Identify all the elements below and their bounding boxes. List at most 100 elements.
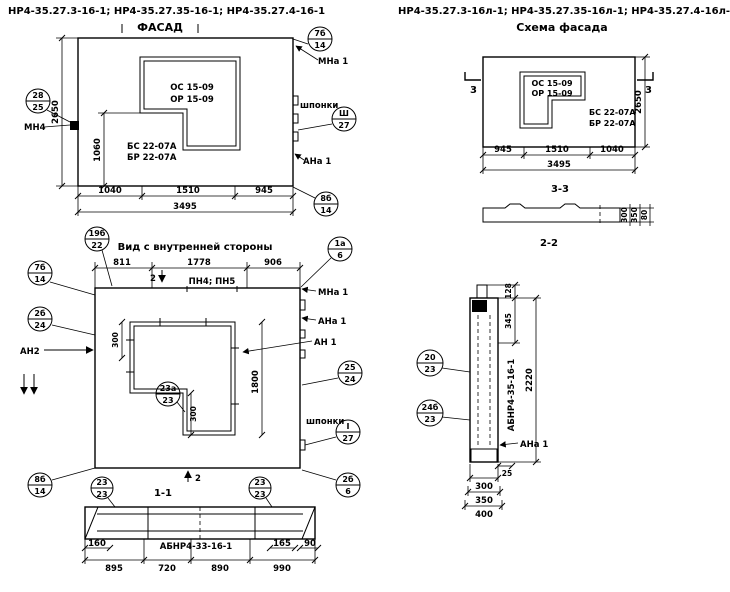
section2-mark-bottom: 2 bbox=[195, 474, 201, 484]
facade-drawing: ФАСАД ОС 15-09 ОР 15-09 БС 22-07А БР 22-… bbox=[24, 21, 357, 217]
callout-1-27: I 27 bbox=[304, 419, 361, 446]
callout-24b-23: 24б 23 bbox=[416, 399, 471, 427]
section-1-1-dim-w2: 720 bbox=[158, 564, 176, 574]
section-2-2-dim-2220: 2220 bbox=[525, 368, 535, 392]
inner-dim-w1: 811 bbox=[113, 258, 131, 268]
svg-text:23а: 23а bbox=[160, 384, 177, 393]
svg-text:25: 25 bbox=[32, 103, 44, 112]
schema-sill-label-1: БС 22-07А bbox=[589, 108, 636, 117]
inner-keys-label: шпонки bbox=[306, 417, 344, 427]
svg-text:2б: 2б bbox=[342, 474, 354, 484]
section-1-1-dim-w1: 895 bbox=[105, 564, 123, 574]
callout-7b-14-facade: 7б 14 bbox=[292, 26, 333, 52]
section-1-1-drawing: 1-1 23 23 23 23 160 АБНР4-33-16-1 165 bbox=[81, 476, 322, 574]
svg-text:14: 14 bbox=[320, 206, 332, 215]
schema-opening-label-2: ОР 15-09 bbox=[531, 89, 572, 98]
svg-text:20: 20 bbox=[424, 353, 436, 362]
facade-anchor-mna1: МНа 1 bbox=[318, 57, 348, 67]
svg-text:7б: 7б bbox=[314, 28, 326, 38]
svg-text:1а: 1а bbox=[335, 239, 346, 248]
facade-dim-w2: 1510 bbox=[176, 186, 200, 196]
section-2-2-anchor-ana1: АНа 1 bbox=[520, 440, 548, 450]
section-2-2-dim-128: 128 bbox=[504, 283, 513, 299]
svg-text:24: 24 bbox=[34, 321, 46, 330]
callout-8b-14-inner: 8б 14 bbox=[27, 467, 96, 498]
schema-opening-label-1: ОС 15-09 bbox=[531, 79, 572, 88]
svg-text:27: 27 bbox=[342, 434, 353, 443]
section-2-2-drawing: 2-2 128 345 2220 АБНР4-35-16-1 АНа 1 25 bbox=[416, 238, 558, 520]
section-1-1-title: 1-1 bbox=[154, 488, 172, 499]
svg-text:2б: 2б bbox=[34, 308, 46, 318]
inner-view-title: Вид с внутренней стороны bbox=[118, 242, 273, 253]
callout-20-23: 20 23 bbox=[416, 349, 471, 377]
section-2-2-dim-345: 345 bbox=[504, 313, 513, 329]
svg-text:25: 25 bbox=[344, 363, 356, 372]
section-2-2-dim-400: 400 bbox=[475, 510, 493, 520]
svg-text:23: 23 bbox=[254, 478, 265, 487]
section-1-1-dim-w4: 990 bbox=[273, 564, 291, 574]
facade-sill-label-1: БС 22-07А bbox=[127, 142, 177, 152]
section-3-3-dim-3: 80 bbox=[640, 210, 649, 220]
section-2-2-dim-25: 25 bbox=[502, 469, 512, 478]
callout-23-23-left: 23 23 bbox=[90, 476, 116, 508]
callout-23a-23: 23а 23 bbox=[155, 381, 186, 413]
schema-dim-w2: 1510 bbox=[545, 145, 569, 155]
callout-2b-6: 2б 6 bbox=[301, 469, 361, 498]
section-1-1-dim-90: 90 bbox=[304, 539, 316, 549]
svg-text:23: 23 bbox=[254, 490, 265, 499]
inner-anchor-ana1: АНа 1 bbox=[318, 317, 346, 327]
callout-28-25: 28 25 bbox=[25, 88, 71, 123]
callout-1a-6: 1а 6 bbox=[300, 236, 353, 288]
schema-dim-total: 3495 bbox=[547, 160, 571, 170]
inner-anchor-an1: АН 1 bbox=[314, 338, 337, 348]
facade-dim-notch: 1060 bbox=[93, 138, 103, 162]
svg-text:14: 14 bbox=[34, 275, 46, 284]
facade-dim-total: 3495 bbox=[173, 202, 197, 212]
svg-text:22: 22 bbox=[91, 241, 102, 250]
svg-text:8б: 8б bbox=[320, 193, 332, 203]
svg-text:28: 28 bbox=[32, 91, 44, 100]
section-1-1-dim-w3: 890 bbox=[211, 564, 229, 574]
header-right: НР4-35.27.3-16л-1; НР4-35.27.35-16л-1; Н… bbox=[398, 6, 730, 17]
facade-anchor-mn4: МН4 bbox=[24, 123, 46, 133]
section-2-2-label: АБНР4-35-16-1 bbox=[507, 359, 517, 432]
facade-dim-height: 2650 bbox=[51, 100, 61, 124]
inner-dim-w3: 906 bbox=[264, 258, 282, 268]
svg-text:19б: 19б bbox=[89, 228, 106, 238]
svg-text:24б: 24б bbox=[422, 402, 439, 412]
callout-2b-24: 2б 24 bbox=[27, 306, 96, 336]
facade-dim-w3: 945 bbox=[255, 186, 273, 196]
inner-dim-w2: 1778 bbox=[187, 258, 211, 268]
section-2-2-dim-350: 350 bbox=[475, 496, 493, 506]
svg-text:8б: 8б bbox=[34, 474, 46, 484]
facade-opening-label-2: ОР 15-09 bbox=[170, 95, 214, 105]
inner-dim-1800: 1800 bbox=[251, 370, 261, 394]
svg-text:27: 27 bbox=[338, 121, 349, 130]
svg-text:23: 23 bbox=[162, 396, 173, 405]
facade-sill-label-2: БР 22-07А bbox=[127, 153, 177, 163]
schema-drawing: Схема фасада ОС 15-09 ОР 15-09 БС 22-07А… bbox=[464, 21, 654, 174]
svg-text:6: 6 bbox=[345, 487, 351, 496]
section-2-2-title: 2-2 bbox=[540, 238, 558, 249]
svg-text:23: 23 bbox=[96, 478, 107, 487]
schema-sill-label-2: БР 22-07А bbox=[589, 119, 636, 128]
section-3-3-drawing: 3-3 300 350 80 bbox=[482, 184, 654, 226]
mn4-anchor-icon bbox=[70, 121, 79, 130]
schema-dim-w1: 945 bbox=[494, 145, 512, 155]
svg-text:6: 6 bbox=[337, 251, 343, 260]
svg-text:23: 23 bbox=[424, 365, 435, 374]
section-1-1-dim-165: 165 bbox=[273, 539, 291, 549]
callout-25-24: 25 24 bbox=[301, 360, 363, 386]
header-left: НР4-35.27.3-16-1; НР4-35.27.35-16-1; НР4… bbox=[8, 6, 325, 17]
callout-8b-14-facade: 8б 14 bbox=[292, 186, 339, 217]
svg-text:23: 23 bbox=[424, 415, 435, 424]
inner-anchor-an2: АН2 bbox=[20, 347, 40, 357]
section2-mark-top: 2 bbox=[150, 274, 156, 284]
inner-anchor-mna1: МНа 1 bbox=[318, 288, 348, 298]
svg-text:23: 23 bbox=[96, 490, 107, 499]
svg-text:14: 14 bbox=[34, 487, 46, 496]
section-2-2-dim-300: 300 bbox=[475, 482, 493, 492]
section3-mark-right: 3 bbox=[645, 85, 652, 96]
